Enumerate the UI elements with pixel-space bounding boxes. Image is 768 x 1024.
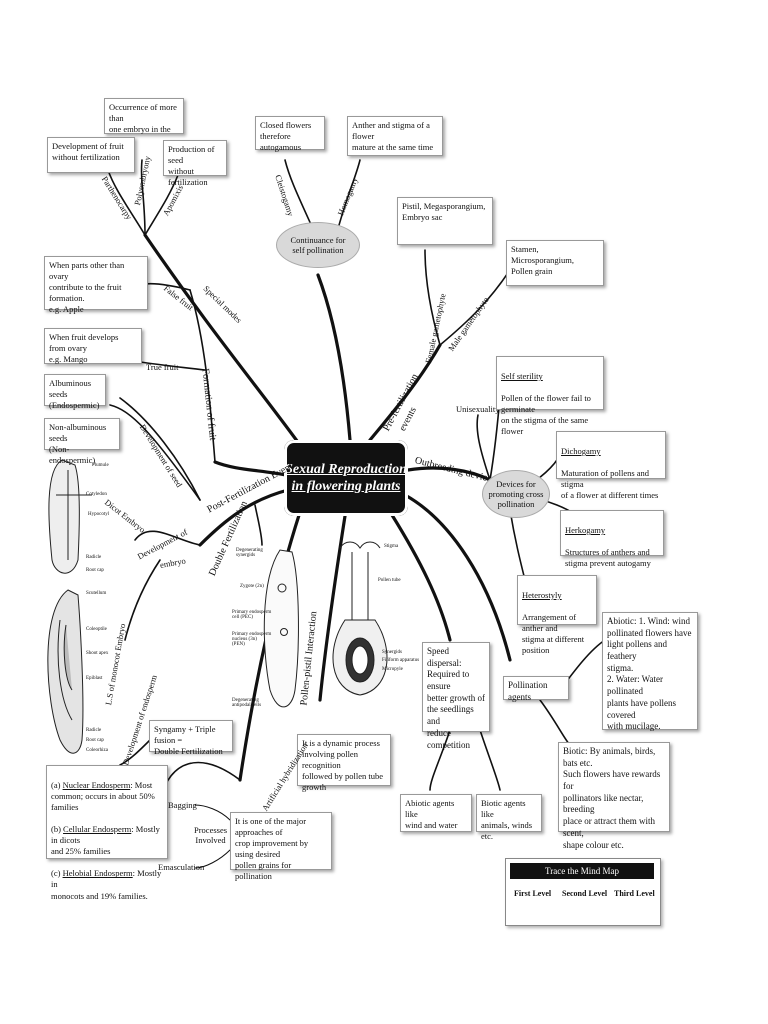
female-gametophyte-box: Pistil, Megasporangium, Embryo sac <box>397 197 493 245</box>
central-topic: Sexual Reproduction in flowering plants <box>284 440 408 516</box>
fig-micropyle: Micropyle <box>382 667 403 672</box>
fig-antipodal: Degenerating antipodal cells <box>232 698 262 708</box>
unisexuality-label: Unisexuality <box>456 404 500 414</box>
biotic-animals-box: Biotic agents like animals, winds etc. <box>476 794 542 841</box>
herkogamy-text: Structures of anthers and stigma prevent… <box>565 547 651 569</box>
polyembryony-box: Occurrence of more than one embryo in th… <box>104 98 184 145</box>
homogamy-box: Anther and stigma of a flower mature at … <box>347 116 443 156</box>
legend: Trace the Mind Map First Level Second Le… <box>505 858 661 926</box>
true-fruit-box: When fruit develops from ovary e.g. Mang… <box>44 328 142 364</box>
fig-root-cap-2: Root cap <box>86 738 104 743</box>
true-fruit-label: True fruit <box>146 362 179 372</box>
false-fruit-box: When parts other than ovary contribute t… <box>44 256 148 314</box>
fig-plumule: Plumule <box>92 463 109 468</box>
processes-label: Processes Involved <box>194 825 228 845</box>
bagging-label: Bagging <box>168 800 197 810</box>
fig-pollen-tube: Pollen tube <box>378 578 401 583</box>
herkogamy-title: Herkogamy <box>565 525 606 536</box>
self-pollination-oval: Continuance for self pollination <box>276 222 360 268</box>
heterostyly-title: Heterostyly <box>522 590 562 601</box>
endosperm-b: (b) Cellular Endosperm: Mostly in dicots… <box>51 824 160 857</box>
fig-epiblast: Epiblast <box>86 676 103 681</box>
non-albuminous-box: Non-albuminous seeds (Non-endospermic) <box>44 418 120 465</box>
self-sterility-text: Pollen of the flower fail to germinate o… <box>501 393 591 437</box>
promoting-cross-oval: Devices for promoting cross pollination <box>482 470 550 518</box>
fig-stigma: Stigma <box>384 544 399 549</box>
self-sterility-title: Self sterility <box>501 371 543 382</box>
endosperm-c: (c) Helobial Endosperm: Mostly in monoco… <box>51 868 162 901</box>
fig-zygote: Zygote (2n) <box>240 584 264 589</box>
apomixis-box: Production of seed without fertilization <box>163 140 227 187</box>
endosperm-types-box: (a) Nuclear Endosperm: Most common; occu… <box>46 765 168 901</box>
fig-shoot-apex: Shoot apex <box>86 651 109 656</box>
fig-radicle: Radicle <box>86 555 102 560</box>
legend-title: Trace the Mind Map <box>510 863 654 879</box>
fig-cotyledon: Cotyledon <box>86 492 107 497</box>
legend-third-level: Third Level <box>614 889 655 898</box>
legend-first-level: First Level <box>514 889 552 898</box>
fig-pen: Primary endosperm nucleus (3n) (PEN) <box>232 632 272 647</box>
male-gametophyte-box: Stamen, Microsporangium, Pollen grain <box>506 240 604 286</box>
syngamy-box: Syngamy + Triple fusion = Double Fertili… <box>149 720 233 756</box>
biotic-agents-box: Biotic: By animals, birds, bats etc. Suc… <box>558 742 670 850</box>
fig-synergids: Degenerating synergids <box>236 548 263 558</box>
dichogamy-text: Maturation of pollens and stigma of a fl… <box>561 468 659 501</box>
dichogamy-title: Dichogamy <box>561 446 601 457</box>
abiotic-agents-box: Abiotic: 1. Wind: wind pollinated flower… <box>602 612 698 731</box>
parthenocarpy-box: Development of fruit without fertilizati… <box>47 137 135 173</box>
self-sterility-box: Self sterility Pollen of the flower fail… <box>496 356 604 436</box>
pollination-agents-box: Pollination agents <box>503 676 569 702</box>
heterostyly-text: Arrangement of anther and stigma at diff… <box>522 612 585 656</box>
endosperm-a: (a) Nuclear Endosperm: Most common; occu… <box>51 780 155 813</box>
fig-radicle-2: Radicle <box>86 728 102 733</box>
fig-scutellum: Scutellum <box>86 591 107 596</box>
central-topic-title: Sexual Reproduction in flowering plants <box>285 461 407 495</box>
fig-coleorhiza: Coleorhiza <box>86 748 108 753</box>
albuminous-box: Albuminous seeds (Endospermic) <box>44 374 106 410</box>
artificial-hyb-box: It is one of the major approaches of cro… <box>230 812 332 881</box>
speed-dispersal-box: Speed dispersal: Required to ensure bett… <box>422 642 490 750</box>
dichogamy-box: Dichogamy Maturation of pollens and stig… <box>556 431 666 500</box>
abiotic-wind-water-box: Abiotic agents like wind and water <box>400 794 472 832</box>
legend-second-level: Second Level <box>562 889 608 898</box>
fig-root-cap: Root cap <box>86 568 104 573</box>
fig-pec: Primary endosperm cell (PEC) <box>232 610 272 620</box>
pollen-pistil-box: It is a dynamic process involving pollen… <box>297 734 391 792</box>
cleistogamy-box: Closed flowers therefore autogamous <box>255 116 325 152</box>
heterostyly-box: Heterostyly Arrangement of anther and st… <box>517 575 597 655</box>
herkogamy-box: Herkogamy Structures of anthers and stig… <box>560 510 664 568</box>
fig-filiform: Filiform apparatus <box>382 658 420 663</box>
emasculation-label: Emasculation <box>158 862 205 872</box>
fig-coleoptile: Coleoptile <box>86 627 107 632</box>
fig-synergids-2: Synergids <box>382 650 402 655</box>
fig-hypocotyl: Hypocotyl <box>88 512 110 517</box>
